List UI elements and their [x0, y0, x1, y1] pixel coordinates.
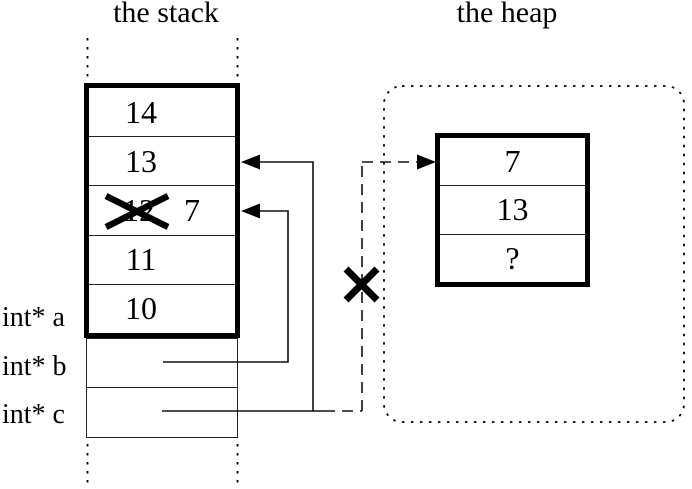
- arrowhead-left-icon: [241, 203, 260, 219]
- stack-cell-overwritten: 12 7: [89, 185, 235, 234]
- pointer-label-c: int* c: [2, 399, 65, 430]
- heap-cell: 7: [440, 138, 585, 185]
- pointer-label-b: int* b: [2, 351, 67, 382]
- stack-box: 14 13 12 7 11 10: [84, 83, 240, 338]
- heap-title: the heap: [456, 0, 558, 29]
- stack-cell-value: 11: [125, 241, 157, 278]
- cell-divider: [87, 387, 237, 388]
- cross-out-icon: [343, 266, 380, 303]
- heap-cell-value: 7: [504, 143, 521, 180]
- pointer-cell-c: [87, 388, 237, 438]
- stack-cell: 14: [89, 88, 235, 136]
- heap-cell-value: 13: [496, 191, 529, 228]
- stack-cell-value: 10: [125, 290, 157, 327]
- stack-cell: 11: [89, 234, 235, 284]
- heap-box: 7 13 ?: [435, 133, 590, 287]
- pointer-cell-b: [87, 339, 237, 387]
- stack-cell: 10: [89, 283, 235, 333]
- stack-pointer-cells: [86, 338, 238, 438]
- stack-cell-old-value: 12: [123, 192, 155, 228]
- pointer-label-a: int* a: [2, 302, 65, 333]
- stack-cell: 13: [89, 136, 235, 185]
- stack-cell-value: 13: [125, 142, 157, 179]
- stack-title: the stack: [113, 0, 219, 29]
- heap-cell: ?: [440, 233, 585, 282]
- heap-cell: 13: [440, 185, 585, 233]
- arrowhead-left-icon: [241, 154, 260, 170]
- stack-cell-value: 14: [125, 93, 157, 130]
- arrowhead-right-icon: [417, 154, 436, 170]
- stack-cell-value: 7: [184, 192, 200, 228]
- heap-cell-value: ?: [505, 239, 520, 276]
- dashed-arrow-to-heap: [324, 161, 419, 412]
